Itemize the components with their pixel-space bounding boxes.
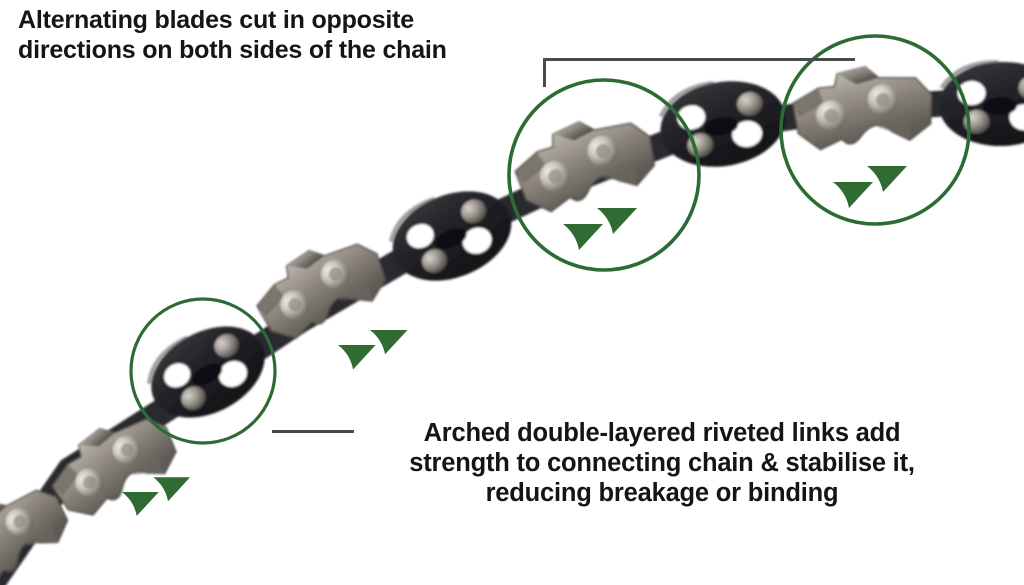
leader-line-top-vertical bbox=[543, 58, 546, 87]
leader-line-bottom-horizontal bbox=[272, 430, 354, 433]
highlight-circle-left bbox=[129, 297, 277, 445]
callout-text-bottom: Arched double-layered riveted links add … bbox=[409, 419, 915, 508]
leader-line-top-horizontal bbox=[543, 58, 855, 61]
highlight-circle-right bbox=[779, 34, 971, 226]
callout-text-top: Alternating blades cut in opposite direc… bbox=[18, 6, 447, 64]
highlight-circles bbox=[129, 34, 971, 445]
highlight-circle-middle bbox=[507, 78, 701, 272]
chain-assembly bbox=[0, 60, 1024, 585]
